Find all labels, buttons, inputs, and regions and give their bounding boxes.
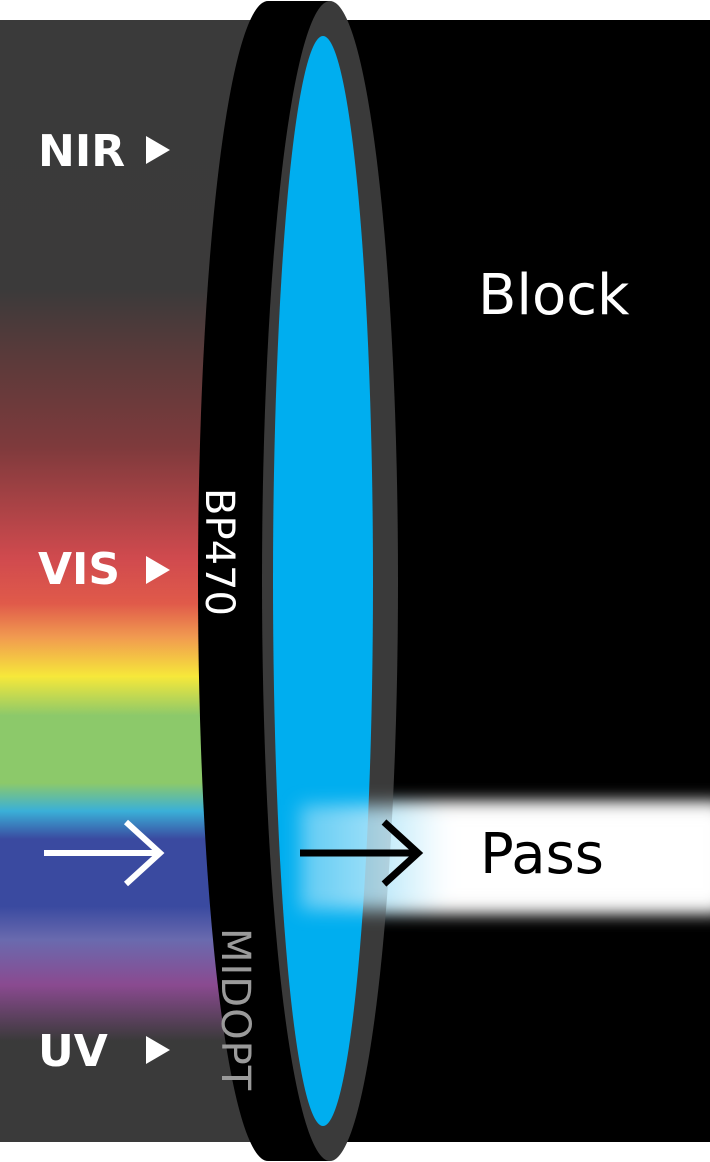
uv-label: UV	[38, 1026, 108, 1077]
brand-logo: MIDOPT	[212, 928, 258, 1091]
nir-label: NIR	[38, 126, 125, 177]
pass-label: Pass	[480, 822, 604, 887]
play-triangle-icon	[146, 136, 170, 164]
play-triangle-icon	[146, 1036, 170, 1064]
play-triangle-icon	[146, 556, 170, 584]
filter-glass	[273, 36, 373, 1126]
arrow-right-icon	[300, 819, 424, 887]
brand-text: MIDOPT	[212, 928, 258, 1091]
block-label: Block	[478, 263, 630, 328]
vis-label: VIS	[38, 544, 120, 595]
arrow-right-icon	[44, 819, 165, 887]
filter	[198, 1, 398, 1161]
filter-model-label: BP470	[196, 488, 242, 616]
pass-beam-overlay	[300, 805, 710, 910]
